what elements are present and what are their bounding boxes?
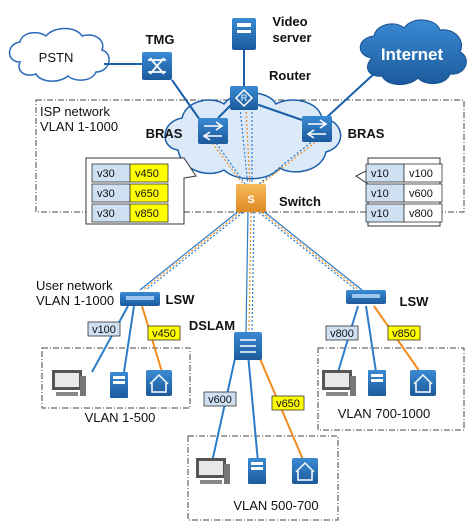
internet-cloud <box>359 19 467 85</box>
router-label: Router <box>269 68 311 83</box>
right-table-cell: v800 <box>409 208 433 220</box>
tag-right-v850: v850 <box>387 325 421 341</box>
dslam-device <box>234 332 262 360</box>
left-vlan-table: v30 v450 v30 v650 v30 v850 <box>91 163 169 223</box>
tag-left-v100: v100 <box>87 321 121 337</box>
switch-device: S <box>236 184 266 212</box>
svg-text:v600: v600 <box>208 394 232 406</box>
vlan-left-label: VLAN 1-500 <box>85 410 156 425</box>
lsw-right-label: LSW <box>400 294 430 309</box>
dslam-label: DSLAM <box>189 318 235 333</box>
left-table-cell: v30 <box>97 208 115 220</box>
server-left-icon <box>110 372 128 398</box>
pstn-label: PSTN <box>39 50 74 65</box>
left-table-cell: v30 <box>97 188 115 200</box>
user-network-label-line1: User network <box>36 278 113 293</box>
right-table-cell-bg <box>403 203 443 223</box>
home-mid-icon <box>292 458 318 484</box>
tmg-label: TMG <box>146 32 175 47</box>
left-table-cell: v850 <box>135 208 159 220</box>
internet-bras-link <box>325 71 377 119</box>
video-server-label-line1: Video <box>272 14 307 29</box>
right-table-cell-bg <box>403 183 443 203</box>
tag-mid-v600: v600 <box>203 391 237 407</box>
vlan-right-region <box>317 347 465 431</box>
tmg-device <box>142 52 172 80</box>
left-table-cell-bg <box>129 163 169 183</box>
core-trunk-lines <box>209 107 319 189</box>
left-table-cell-bg <box>129 183 169 203</box>
bras-left-label: BRAS <box>146 126 183 141</box>
bras-right-device <box>302 116 332 142</box>
lsw-right-device <box>346 290 386 304</box>
isp-network-label-line2: VLAN 1-1000 <box>40 119 118 134</box>
internet-label: Internet <box>381 45 444 64</box>
server-right-icon <box>368 370 386 396</box>
left-table-cell: v650 <box>135 188 159 200</box>
bras-right-label: BRAS <box>348 126 385 141</box>
left-table-cell: v450 <box>135 168 159 180</box>
user-network-label-line2: VLAN 1-1000 <box>36 293 114 308</box>
svg-text:v650: v650 <box>276 398 300 410</box>
lsw-left-label: LSW <box>166 292 196 307</box>
vlan-right-label: VLAN 700-1000 <box>338 406 431 421</box>
tmg-bras-link <box>171 79 201 121</box>
right-table-cell: v100 <box>409 168 433 180</box>
pc-right-icon <box>322 370 356 396</box>
router-device: R <box>230 86 258 110</box>
svg-text:v850: v850 <box>392 328 416 340</box>
right-table-cell: v600 <box>409 188 433 200</box>
router-icon-letter: R <box>241 93 248 103</box>
pc-mid-icon <box>196 458 230 484</box>
left-table-cell: v30 <box>97 168 115 180</box>
right-vlan-table: v10 v100 v10 v600 v10 v800 <box>365 163 443 223</box>
vlan-mid-label: VLAN 500-700 <box>233 498 318 513</box>
bras-left-device <box>198 118 228 144</box>
lsw-left-device <box>120 292 160 306</box>
svg-text:v450: v450 <box>152 328 176 340</box>
tag-right-v800: v800 <box>325 325 359 341</box>
isp-network-label-line1: ISP network <box>40 104 110 119</box>
access-trunk-lines <box>139 209 363 333</box>
router-bras-right-link <box>255 103 303 121</box>
switch-icon-letter: S <box>247 194 254 206</box>
svg-text:v100: v100 <box>92 324 116 336</box>
right-table-cell: v10 <box>371 188 389 200</box>
video-server-label-line2: server <box>272 30 311 45</box>
pstn-cloud <box>8 27 110 82</box>
right-table-cell: v10 <box>371 168 389 180</box>
user-links <box>91 305 421 463</box>
router-bras-left-link <box>217 103 233 119</box>
vlan-left-region <box>41 347 191 409</box>
left-table-cell-bg <box>129 203 169 223</box>
right-table-cell-bg <box>403 163 443 183</box>
video-server-device <box>232 18 256 50</box>
vlan-mid-region <box>187 435 339 521</box>
svg-text:v800: v800 <box>330 328 354 340</box>
switch-label: Switch <box>279 194 321 209</box>
home-left-icon <box>146 370 172 396</box>
tag-mid-v650: v650 <box>271 395 305 411</box>
tag-left-v450: v450 <box>147 325 181 341</box>
server-mid-icon <box>248 458 266 484</box>
pc-left-icon <box>52 370 86 396</box>
right-table-cell: v10 <box>371 208 389 220</box>
home-right-icon <box>410 370 436 396</box>
